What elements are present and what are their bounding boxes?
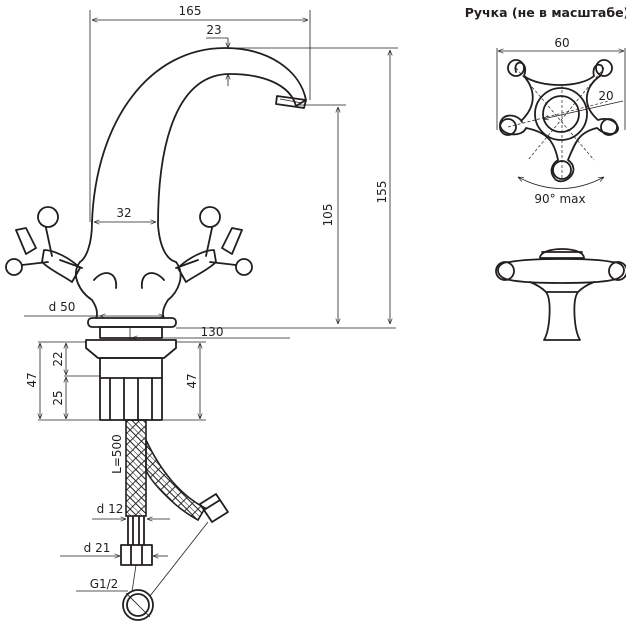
dimensions: 165 23 155 105 32 d 50 130 47 22 25 47 [24, 4, 398, 592]
hoses [120, 419, 229, 621]
dim-22: 22 [51, 351, 65, 366]
handle-rotation: 90° max [534, 192, 585, 206]
faucet-body [5, 47, 307, 421]
dim-32: 32 [116, 206, 131, 220]
dim-25: 25 [51, 390, 65, 405]
dim-155: 155 [375, 181, 389, 204]
dim-130: 130 [201, 325, 224, 339]
dim-47-right: 47 [185, 373, 199, 388]
handle-side-view [495, 248, 626, 341]
dim-d21: d 21 [84, 541, 111, 555]
dim-thread: G1/2 [90, 577, 119, 591]
dim-d12: d 12 [97, 502, 124, 516]
right-handle [175, 206, 253, 283]
dim-hose-length: L=500 [110, 434, 124, 474]
handle-diameter-20: 20 [598, 89, 613, 103]
handle-top-view: 60 20 90° max [496, 36, 626, 206]
dim-23: 23 [206, 23, 221, 37]
handle-detail-title: Ручка (не в масштабе) [465, 5, 626, 20]
dim-165: 165 [179, 4, 202, 18]
dim-47-left: 47 [25, 372, 39, 387]
dim-105: 105 [321, 204, 335, 227]
dim-d50: d 50 [49, 300, 76, 314]
handle-width-60: 60 [554, 36, 569, 50]
left-handle [5, 206, 83, 283]
